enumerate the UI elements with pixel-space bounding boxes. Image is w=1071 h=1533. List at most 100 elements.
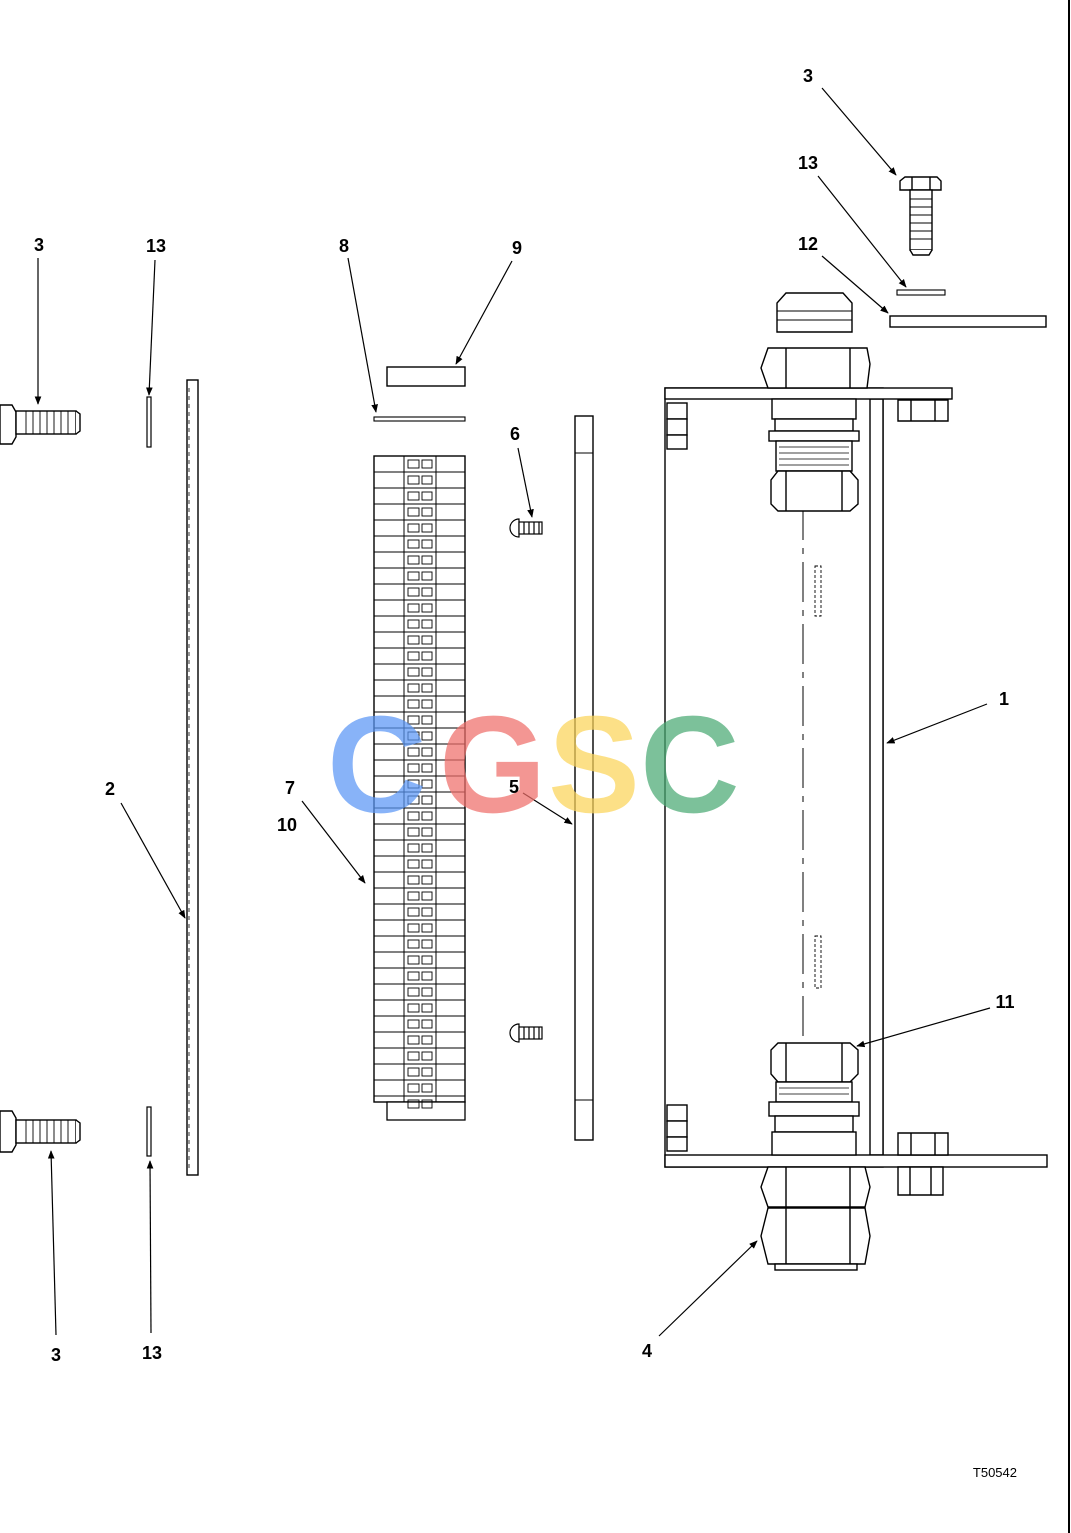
terminal-contact [421,891,433,901]
callout-12: 12 [798,234,818,254]
terminal-contact [407,1019,420,1029]
callout-2: 2 [105,779,115,799]
callout-8: 8 [339,236,349,256]
terminal-contact [421,587,433,597]
terminal-contact [421,603,433,613]
terminal-contact [407,587,420,597]
callout-10: 10 [277,815,297,835]
figure-id: T50542 [973,1465,1017,1480]
watermark-letter-g: G [439,688,546,842]
terminal-contact [407,555,420,565]
terminal-contact [407,491,420,501]
terminal-contact [407,523,420,533]
terminal-contact [421,875,433,885]
watermark-letter-c2: C [640,688,740,842]
terminal-contact [407,667,420,677]
part-12-spacer-bar [889,315,1047,328]
part-2-gasket-strip [186,379,199,1176]
terminal-contact [407,1003,420,1013]
leader-11 [856,1007,991,1048]
terminal-contact [407,955,420,965]
leader-2 [120,802,186,919]
terminal-contact [421,491,433,501]
terminal-contact [407,539,420,549]
terminal-contact [421,763,433,773]
terminal-contact [421,939,433,949]
part-6-screw-upper [509,518,543,538]
part-1-housing-assembly [664,292,1048,1271]
terminal-contact [407,683,420,693]
leader-7-10 [301,800,366,884]
leader-5 [522,792,573,825]
leader-6 [517,447,534,518]
watermark-letter-c1: C [327,688,427,842]
part-3-bolt-top-right [899,176,942,256]
terminal-contact [421,859,433,869]
terminal-contact [407,459,420,469]
terminal-contact [407,475,420,485]
terminal-contact [421,811,433,821]
leader-3-lower-left [47,1150,57,1336]
terminal-contact [421,971,433,981]
callout-9: 9 [512,238,522,258]
terminal-contact [421,475,433,485]
leader-4 [658,1240,758,1337]
terminal-contact [407,971,420,981]
terminal-contact [407,779,420,789]
terminal-contact [407,619,420,629]
terminal-contact [407,811,420,821]
terminal-contact [407,1083,420,1093]
callout-3-lower-left: 3 [51,1345,61,1365]
terminal-contact [407,635,420,645]
callout-4: 4 [642,1341,652,1361]
leader-13-upper-left [145,259,156,396]
terminal-contact [421,555,433,565]
terminal-contact [421,699,433,709]
terminal-contact [407,907,420,917]
terminal-contact [421,795,433,805]
terminal-contact [421,539,433,549]
terminal-contact [421,715,433,725]
callout-5: 5 [509,777,519,797]
terminal-contact [421,1035,433,1045]
terminal-contact [407,699,420,709]
callout-7: 7 [285,778,295,798]
callout-labels: 3 13 12 3 13 8 9 6 1 2 7 10 5 11 3 13 4 [34,66,1015,1365]
terminal-contact [421,987,433,997]
terminal-contact [421,1083,433,1093]
terminal-contact [421,571,433,581]
terminal-contact [407,987,420,997]
leader-8 [347,257,378,413]
callout-6: 6 [510,424,520,444]
terminal-contact [421,907,433,917]
terminal-contact [421,1019,433,1029]
terminal-contact [421,667,433,677]
callout-1: 1 [999,689,1009,709]
terminal-contact [407,603,420,613]
terminal-contact [407,763,420,773]
terminal-contact [407,1051,420,1061]
terminal-contact [407,939,420,949]
terminal-contact [407,1099,420,1109]
terminal-contact [407,731,420,741]
part-3-bolt-upper-left [0,404,81,445]
terminal-contact [421,507,433,517]
terminal-contact [407,843,420,853]
leader-1 [886,703,988,744]
part-6-screw-lower [509,1023,543,1043]
part-13-washer-top-right [896,289,946,296]
terminal-contact [421,1099,433,1109]
leader-13-top-right [817,175,907,288]
terminal-contact [421,1003,433,1013]
terminal-contact [421,635,433,645]
terminal-contact [407,715,420,725]
terminal-contact [421,1067,433,1077]
terminal-contact [407,875,420,885]
callout-3-top-right: 3 [803,66,813,86]
callout-13-upper-left: 13 [146,236,166,256]
terminal-contact [407,571,420,581]
terminal-contact [421,651,433,661]
terminal-contact [421,779,433,789]
terminal-contact [421,619,433,629]
